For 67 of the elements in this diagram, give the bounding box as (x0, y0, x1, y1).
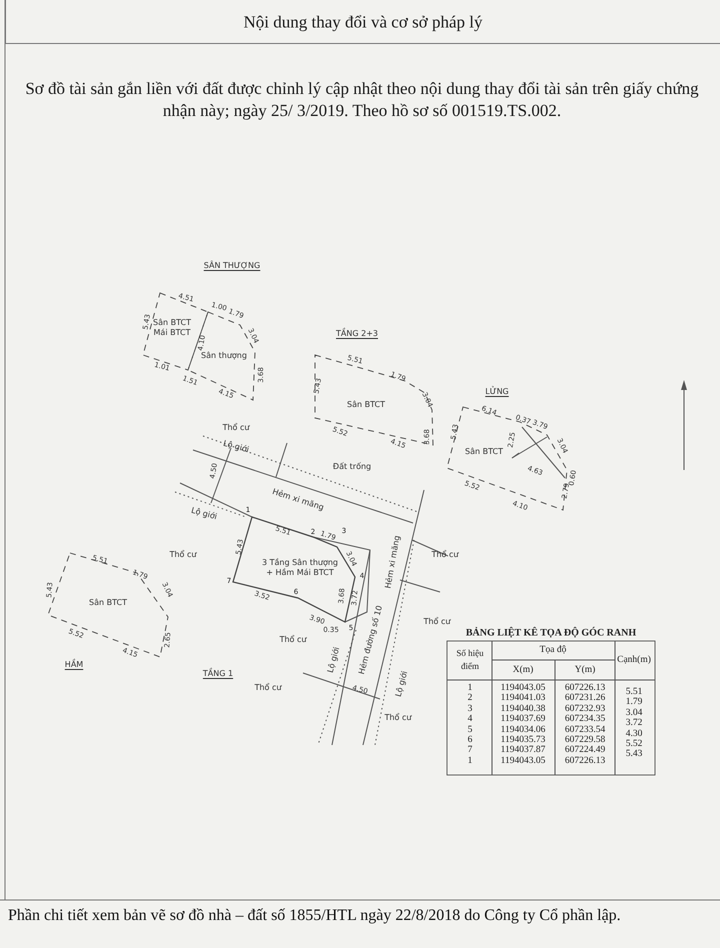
table-cell: 7 (468, 745, 472, 756)
floor-heading: LỬNG (485, 386, 509, 398)
table-cell: 4 (468, 714, 472, 724)
area-label: Sân BTCT Mái BTCT (152, 318, 192, 338)
table-cell: 607226.13 (564, 756, 606, 766)
table-cell: 5.52 (626, 739, 642, 749)
area-label: Hẻm xi măng (270, 486, 326, 514)
table-cell: 5.51 (626, 687, 642, 697)
header-band (5, 0, 720, 44)
table-cell: 1.79 (626, 697, 642, 708)
area-label: Thổ cư (170, 549, 196, 561)
table-cell: Cạnh(m) (617, 655, 651, 665)
table-cell: 6 (468, 735, 472, 745)
area-label: Lộ giới (392, 670, 410, 698)
table-cell: 607232.93 (564, 704, 606, 714)
table-cell: 1194035.73 (500, 735, 546, 745)
table-cell: 1194037.69 (500, 714, 546, 724)
table-cell: 1194040.38 (500, 704, 546, 714)
table-cell: 607229.58 (564, 735, 606, 745)
table-cell: 607234.35 (564, 714, 606, 724)
table-cell: 607226.13 (564, 683, 606, 693)
table-cell: 2 (468, 693, 472, 704)
header-text: Nội dung thay đổi và cơ sở pháp lý (242, 11, 484, 34)
area-label: Sân BTCT (464, 447, 504, 457)
table-cell: 1194043.05 (500, 756, 546, 766)
floor-heading: TẦNG 2+3 (336, 328, 378, 340)
table-cell: 5 (468, 724, 472, 735)
area-label: Sân thượng (200, 351, 248, 361)
table-cell: 607224.49 (564, 745, 606, 756)
area-label: Thổ cư (222, 422, 250, 434)
table-cell: 607233.54 (564, 724, 606, 735)
table-cell-text: Số hiệu điểm (455, 647, 485, 673)
table-cell: 1194034.06 (500, 724, 546, 735)
table-title: BẢNG LIỆT KÊ TỌA ĐỘ GÓC RANH (466, 626, 636, 640)
area-label: Sân BTCT (88, 598, 128, 608)
table-cell: 1194041.03 (500, 693, 546, 704)
area-label: Hẻm đường số 10 (357, 604, 386, 676)
table-cell: Y(m) (574, 665, 596, 675)
area-label: 3 Tầng Sân thượng + Hầm Mái BTCT (261, 558, 339, 578)
table-cell: Tọa độ (540, 645, 566, 655)
area-label: Hẻm xi măng (382, 534, 403, 590)
table-cell: 1194043.05 (500, 683, 546, 693)
table-cell: 4.30 (626, 728, 642, 739)
table-cell: 3.04 (626, 708, 642, 718)
table-cell: 5.43 (626, 749, 642, 760)
area-label: Sân BTCT (346, 400, 386, 410)
area-label: Thổ cư (384, 712, 412, 724)
footer-note: Phần chi tiết xem bản vẽ sơ đồ nhà – đất số 1855/HTL ngày 22/8/2018 do Công ty Cổ phần lập. (8, 906, 622, 926)
table-cell: 3 (468, 704, 472, 714)
note-text: Sơ đồ tài sản gắn liền với đất được chỉnh lý cập nhật theo nội dung thay đổi tài sản trên giấy chứng nhận này; ngày 25/ 3/2019. Theo hồ sơ số 001519.TS.002. (24, 78, 700, 122)
area-label: Đất trống (332, 461, 372, 473)
area-label: Thổ cư (254, 682, 282, 694)
floor-heading: SÂN THƯỢNG (204, 260, 260, 272)
area-label: Lộ giới (190, 504, 218, 524)
table-cell: 1194037.87 (500, 745, 546, 756)
area-label: Thổ cư (280, 634, 306, 646)
area-label: Lộ giới (324, 646, 342, 674)
table-cell: 3.72 (626, 718, 642, 728)
floor-heading: HẦM (64, 659, 84, 671)
area-label: Thổ cư (432, 549, 458, 561)
floor-heading: TẦNG 1 (202, 668, 234, 680)
table-cell: 1 (468, 683, 472, 693)
area-label: Thổ cư (424, 616, 450, 628)
table-cell: 1 (468, 756, 472, 766)
table-cell: 607231.26 (564, 693, 606, 704)
area-label: Lộ giới (222, 438, 250, 456)
table-cell: X(m) (512, 665, 534, 675)
